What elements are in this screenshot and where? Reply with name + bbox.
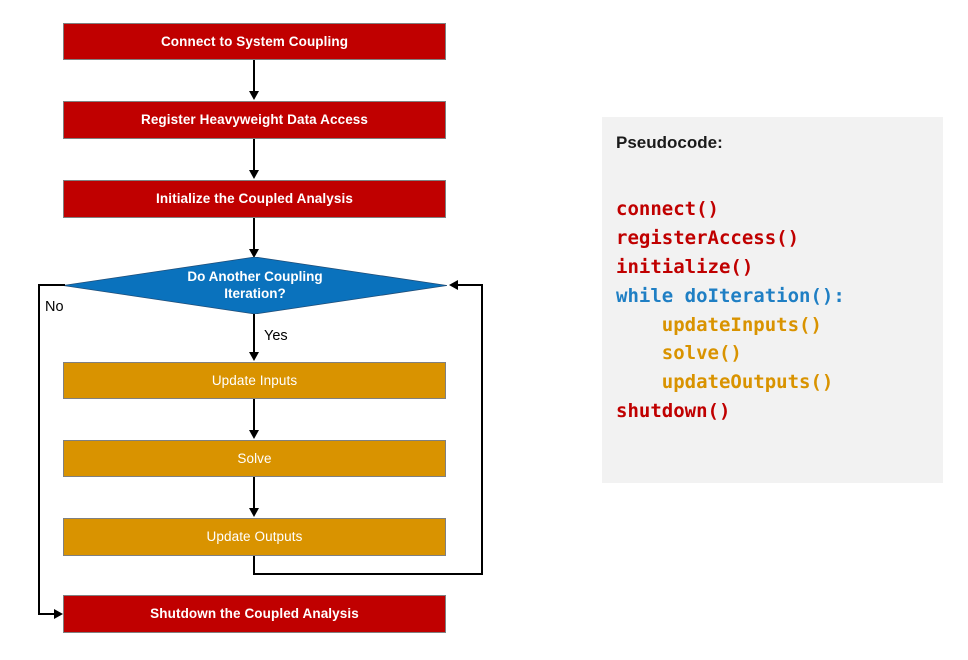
arrowhead-down-icon [248, 352, 259, 361]
connector-connect-to-register [253, 60, 255, 91]
pseudocode-line-7: shutdown() [616, 400, 731, 423]
node-update-outputs[interactable]: Update Outputs [63, 518, 446, 556]
node-update-inputs[interactable]: Update Inputs [63, 362, 446, 399]
node-connect-label: Connect to System Coupling [160, 33, 349, 49]
node-register-access-label: Register Heavyweight Data Access [140, 112, 369, 128]
node-initialize-label: Initialize the Coupled Analysis [156, 191, 353, 207]
node-solve[interactable]: Solve [63, 440, 446, 477]
pseudocode-panel: Pseudocode: connect() registerAccess() ini… [602, 117, 943, 483]
connector-yes-vertical [253, 314, 255, 352]
node-update-inputs-label: Update Inputs [211, 372, 298, 388]
pseudocode-title: Pseudocode: [616, 133, 723, 152]
pseudocode-line-2: initialize() [616, 255, 754, 278]
arrowhead-down-icon [248, 430, 259, 439]
node-solve-label: Solve [237, 450, 272, 466]
node-connect[interactable]: Connect to System Coupling [63, 23, 446, 60]
node-register-access[interactable]: Register Heavyweight Data Access [63, 101, 446, 139]
pseudocode-line-6: updateOutputs() [616, 371, 834, 394]
pseudocode-line-3: while doIteration(): [616, 284, 845, 307]
arrowhead-left-icon [449, 279, 458, 290]
arrowhead-down-icon [248, 91, 259, 100]
arrowhead-down-icon [248, 508, 259, 517]
pseudocode-line-4: updateInputs() [616, 313, 822, 336]
arrowhead-right-icon [54, 608, 63, 619]
node-shutdown-label: Shutdown the Coupled Analysis [150, 606, 359, 622]
connector-inputs-to-solve [253, 399, 255, 431]
node-decision-do-another-iteration[interactable]: Do Another Coupling Iteration? [63, 257, 447, 314]
diamond-shape-icon [63, 257, 447, 314]
connector-no-horizontal-out [38, 284, 65, 286]
node-shutdown[interactable]: Shutdown the Coupled Analysis [63, 595, 446, 633]
connector-loopback-down [253, 556, 255, 575]
connector-solve-to-outputs [253, 477, 255, 509]
connector-loopback-up [481, 284, 483, 575]
arrowhead-down-icon [248, 170, 259, 179]
edge-label-no: No [45, 299, 64, 315]
arrowhead-down-icon [248, 249, 259, 258]
node-update-outputs-label: Update Outputs [206, 529, 303, 545]
node-initialize[interactable]: Initialize the Coupled Analysis [63, 180, 446, 218]
pseudocode-line-1: registerAccess() [616, 226, 800, 249]
connector-no-horizontal-in [38, 613, 55, 615]
connector-initialize-to-decision [253, 218, 255, 250]
pseudocode-line-5: solve() [616, 342, 742, 365]
connector-no-vertical [38, 284, 40, 614]
connector-loopback-horizontal-bottom [253, 573, 483, 575]
connector-register-to-initialize [253, 139, 255, 171]
pseudocode-listing: connect() registerAccess() initialize() whi… [616, 195, 943, 426]
connector-loopback-horizontal-top [458, 284, 483, 286]
pseudocode-line-0: connect() [616, 198, 719, 220]
edge-label-yes: Yes [264, 328, 288, 344]
